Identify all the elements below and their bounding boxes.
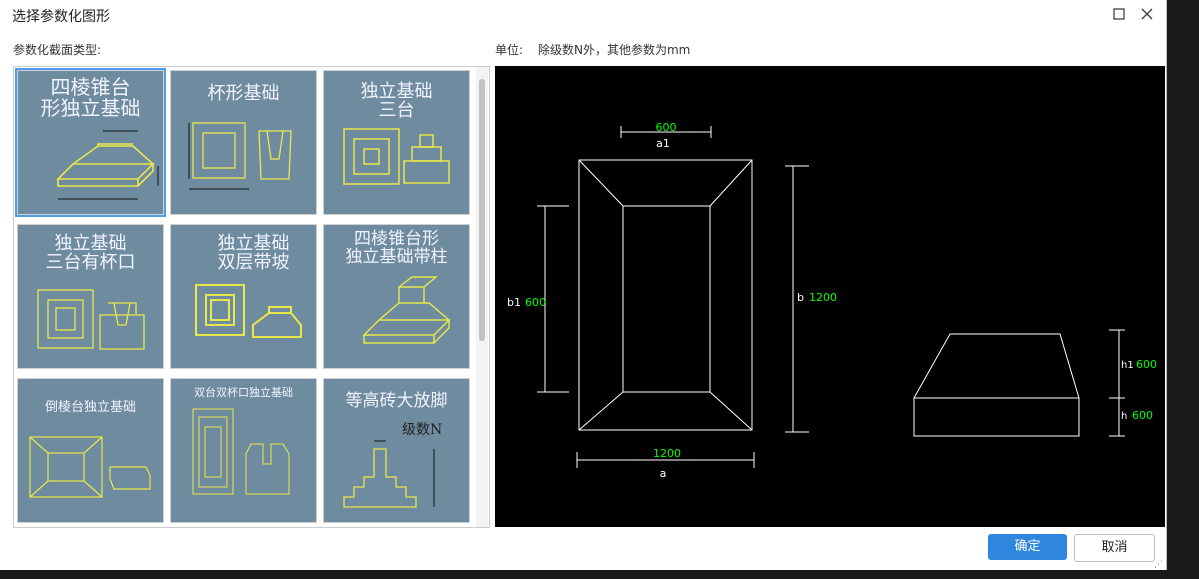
- close-icon[interactable]: [1136, 4, 1158, 26]
- dim-h1-name: h1: [1121, 360, 1134, 371]
- dim-h-name: h: [1121, 411, 1127, 422]
- dim-a1-name: a1: [656, 137, 670, 150]
- gallery-scrollbar[interactable]: [476, 67, 488, 527]
- shape-label: 独立基础: [360, 81, 433, 102]
- preview-canvas: 600 a1 b1 600 b 1200 1200 a h1 600 h 600: [495, 66, 1165, 527]
- unit-label: 单位:: [495, 43, 524, 57]
- dim-b-name: b: [797, 291, 804, 304]
- shape-label: 等高砖大放脚: [345, 391, 448, 411]
- maximize-icon[interactable]: [1108, 4, 1130, 26]
- ok-button[interactable]: 确定: [988, 534, 1067, 560]
- dim-h-value: 600: [1132, 409, 1153, 422]
- shape-item-double-slope[interactable]: 独立基础 双层带坡: [170, 224, 317, 369]
- resize-grip-icon[interactable]: ⋰: [1154, 560, 1163, 570]
- shape-item-brick-footing[interactable]: 等高砖大放脚 级数N: [323, 378, 470, 523]
- shape-label: 形独立基础: [40, 96, 141, 120]
- shape-label: 双层带坡: [217, 251, 290, 273]
- dim-b-value: 1200: [809, 291, 837, 304]
- shape-item-cup-foundation[interactable]: 杯形基础: [170, 70, 317, 215]
- scrollbar-thumb[interactable]: [479, 79, 485, 341]
- dim-h1-value: 600: [1136, 358, 1157, 371]
- window-title: 选择参数化图形: [12, 9, 110, 25]
- section-type-label: 参数化截面类型:: [13, 43, 102, 57]
- shape-sublabel: 级数N: [402, 422, 443, 438]
- dim-b1-value: 600: [525, 296, 546, 309]
- shape-gallery: 四棱锥台 形独立基础 杯形基础: [13, 66, 490, 528]
- shape-label: 倒棱台独立基础: [44, 400, 136, 415]
- shape-label: 独立基础: [54, 233, 127, 254]
- shape-item-inverted-frustum[interactable]: 倒棱台独立基础: [17, 378, 164, 523]
- plan-outer-rect: [578, 159, 753, 431]
- shape-label: 双台双杯口独立基础: [194, 386, 293, 399]
- shape-label: 杯形基础: [207, 83, 280, 104]
- shape-label: 四棱锥台: [50, 75, 131, 99]
- shape-label: 四棱锥台形: [354, 229, 439, 249]
- shape-item-pyramid-frustum[interactable]: 四棱锥台 形独立基础: [15, 68, 166, 217]
- shape-item-pyramid-with-column[interactable]: 四棱锥台形 独立基础带柱: [323, 224, 470, 369]
- shape-item-three-step[interactable]: 独立基础 三台: [323, 70, 470, 215]
- plan-inner-rect: [622, 205, 711, 393]
- shape-label: 独立基础带柱: [345, 246, 448, 267]
- unit-text: 除级数N外，其他参数为mm: [538, 43, 691, 57]
- title-bar: 选择参数化图形: [0, 0, 1166, 30]
- dim-a-value: 1200: [653, 447, 681, 460]
- shape-item-three-step-cup[interactable]: 独立基础 三台有杯口: [17, 224, 164, 369]
- shape-label: 独立基础: [217, 233, 290, 254]
- cancel-button[interactable]: 取消: [1074, 534, 1155, 562]
- shape-label: 三台: [378, 99, 415, 121]
- dim-a1-value: 600: [656, 121, 677, 134]
- shape-item-double-cup[interactable]: 双台双杯口独立基础: [170, 378, 317, 523]
- dialog: 选择参数化图形 参数化截面类型: 单位: 除级数N外，其他参数为mm 四棱锥台 …: [0, 0, 1167, 570]
- dim-a-name: a: [660, 467, 667, 480]
- shape-label: 三台有杯口: [45, 251, 136, 273]
- dim-b1-name: b1: [507, 296, 521, 309]
